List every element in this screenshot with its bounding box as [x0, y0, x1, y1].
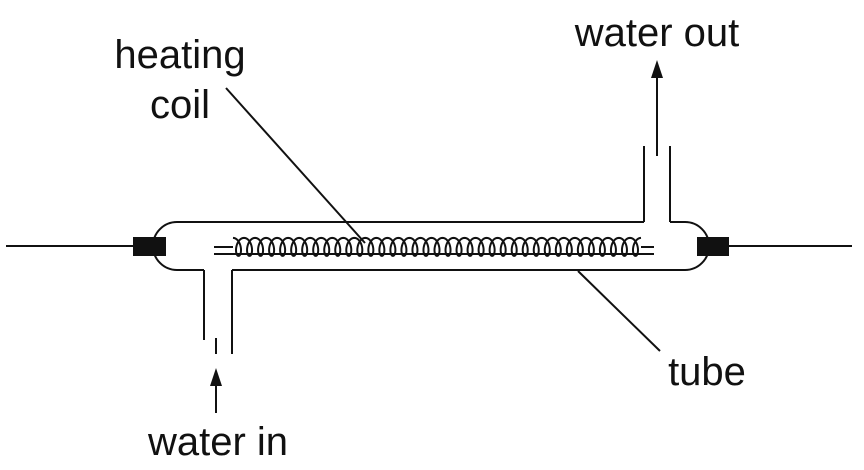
water-out-arrowhead [651, 60, 663, 78]
heating-coil-label-line1: heating [114, 33, 245, 77]
tube-label: tube [668, 350, 746, 394]
water-in-arrowhead [210, 368, 222, 386]
heating-coil [232, 236, 642, 257]
heating-coil-leader-line [225, 87, 366, 244]
tube-leader-line [577, 270, 661, 352]
right-seal [697, 237, 729, 256]
left-seal [133, 237, 166, 256]
heating-coil-label-line2: coil [150, 83, 210, 127]
tube-inner-wall [214, 246, 654, 255]
water-out-label: water out [574, 11, 740, 55]
water-in-label: water in [147, 420, 288, 464]
